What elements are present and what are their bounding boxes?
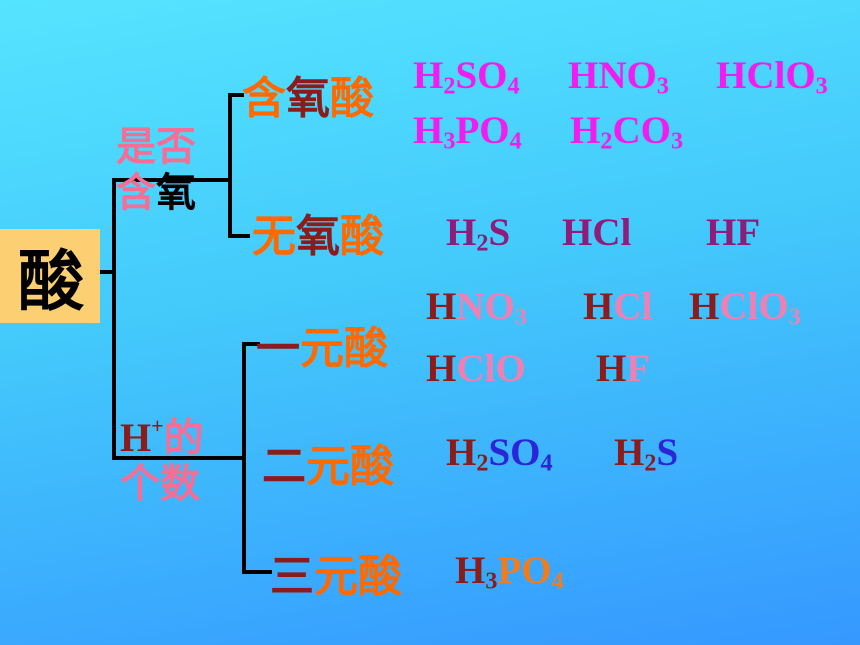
criterion-hcount-h: H	[120, 415, 152, 460]
category-tri: 三元酸	[270, 540, 402, 604]
criterion-hcount: H+的 个数	[120, 403, 204, 507]
formula-oxy-hclo3: HClO3	[716, 54, 828, 100]
formula-mono-hno3: HNO3	[426, 285, 527, 331]
category-mono: 一元酸	[256, 312, 388, 376]
formula-nonoxy-h2s: H2S	[446, 211, 511, 257]
oxygen-bracket-bottom	[228, 234, 250, 238]
criterion-hcount-plus: +	[151, 413, 164, 438]
formula-nonoxy-hcl: HCl	[562, 211, 632, 254]
formula-mono-hf: HF	[596, 347, 651, 390]
hcount-bracket-vertical	[242, 342, 246, 574]
formula-oxy-h2co3: H2CO3	[570, 109, 684, 155]
formula-oxy-h2so4: H2SO4	[413, 54, 520, 100]
formula-di-h2s: H2S	[614, 431, 679, 477]
category-mono-c3: 酸	[344, 323, 388, 374]
root-connector	[100, 270, 116, 274]
formula-mono-hcl: HCl	[583, 285, 653, 328]
hcount-bracket-bottom	[242, 570, 272, 574]
category-di-c1: 二	[262, 441, 306, 492]
category-tri-c3: 酸	[358, 551, 402, 602]
formula-oxy-hno3: HNO3	[568, 54, 669, 100]
trunk-bottom-branch	[112, 456, 244, 460]
trunk-top-branch	[112, 178, 230, 182]
category-tri-c1: 三	[270, 551, 314, 602]
category-di: 二元酸	[262, 430, 394, 494]
category-tri-c2: 元	[314, 551, 358, 602]
category-mono-c1: 一	[256, 323, 300, 374]
formula-oxy-h3po4: H3PO4	[413, 109, 522, 155]
criterion-hcount-de: 的	[163, 415, 204, 461]
criterion-hcount-line1: H+的	[120, 403, 204, 461]
formula-mono-hclo: HClO	[426, 347, 526, 390]
main-trunk	[112, 178, 116, 460]
hcount-bracket-top	[242, 342, 260, 346]
category-nonoxy-c1: 无	[252, 211, 296, 262]
category-oxyacid-c1: 含	[242, 73, 286, 124]
category-mono-c2: 元	[300, 323, 344, 374]
category-nonoxy-c2: 氧	[296, 211, 340, 262]
root-acid-box: 酸	[0, 229, 100, 323]
category-di-c2: 元	[306, 441, 350, 492]
criterion-oxygen: 是否 含氧	[116, 124, 196, 216]
formula-nonoxy-hf: HF	[706, 211, 761, 254]
root-acid-label: 酸	[18, 243, 84, 320]
criterion-oxygen-line2: 含氧	[116, 170, 196, 216]
category-nonoxy: 无氧酸	[252, 200, 384, 264]
criterion-oxygen-char2: 氧	[156, 170, 196, 216]
category-nonoxy-c3: 酸	[340, 211, 384, 262]
criterion-oxygen-char1: 含	[116, 170, 156, 216]
oxygen-bracket-vertical	[228, 93, 232, 238]
category-oxyacid-c2: 氧	[286, 73, 330, 124]
category-oxyacid: 含氧酸	[242, 62, 374, 126]
formula-tri-h3po4: H3PO4	[455, 549, 564, 595]
category-oxyacid-c3: 酸	[330, 73, 374, 124]
formula-di-h2so4: H2SO4	[446, 431, 553, 477]
category-di-c3: 酸	[350, 441, 394, 492]
formula-mono-hclo3: HClO3	[689, 285, 801, 331]
oxygen-bracket-top	[228, 93, 244, 97]
criterion-oxygen-line1: 是否	[116, 124, 196, 170]
criterion-hcount-line2: 个数	[120, 461, 200, 507]
